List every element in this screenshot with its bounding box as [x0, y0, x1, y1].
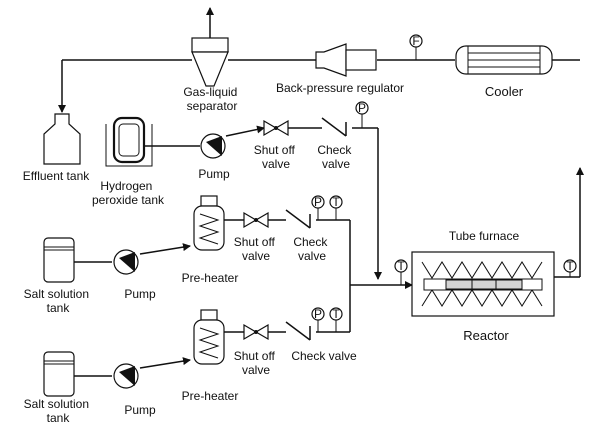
svg-text:T: T: [332, 307, 340, 321]
shut-off-valve-icon: [243, 323, 269, 341]
temperature-sensor-icon: T: [329, 195, 343, 209]
back-pressure-regulator-icon: [315, 43, 377, 77]
h2o2-pump-label: Pump: [198, 167, 230, 181]
hydrogen-peroxide-tank-icon: [105, 116, 153, 167]
check-valve-icon: [285, 321, 311, 341]
gas-liquid-separator-label: Gas-liquid separator: [183, 85, 240, 113]
cooler-label: Cooler: [485, 84, 524, 99]
svg-text:T: T: [566, 259, 574, 273]
svg-text:F: F: [412, 34, 419, 48]
pre-heater-icon: [193, 195, 225, 251]
pre-heater-1-label: Pre-heater: [182, 271, 239, 285]
salt-pump-1-label: Pump: [124, 287, 156, 301]
salt-tank-2-label: Salt solution tank: [24, 397, 93, 425]
pipe-lines: [58, 7, 584, 377]
check-valve-icon: [321, 117, 347, 137]
pressure-gauge-icon: P: [311, 307, 325, 321]
line1-check-valve-label: Check valve: [293, 235, 330, 263]
shut-off-valve-icon: [263, 119, 289, 137]
pressure-gauge-icon: P: [311, 195, 325, 209]
tube-furnace-icon: [411, 251, 555, 317]
temperature-sensor-icon: T: [329, 307, 343, 321]
svg-text:P: P: [314, 307, 322, 321]
hydrogen-peroxide-tank-label: Hydrogen peroxide tank: [92, 179, 165, 207]
pre-heater-icon: [193, 309, 225, 365]
pre-heater-2-label: Pre-heater: [182, 389, 239, 403]
salt-solution-tank-icon: [43, 351, 75, 397]
temperature-sensor-icon: T: [394, 259, 408, 273]
svg-text:T: T: [397, 259, 405, 273]
effluent-tank-label: Effluent tank: [23, 169, 90, 183]
pressure-gauge-icon: P: [355, 101, 369, 115]
check-valve-icon: [285, 209, 311, 229]
shut-off-valve-icon: [243, 211, 269, 229]
salt-tank-1-label: Salt solution tank: [24, 287, 93, 315]
reactor-label: Reactor: [463, 328, 509, 343]
line1-shut-off-valve-label: Shut off valve: [234, 235, 279, 263]
line2-shut-off-valve-label: Shut off valve: [234, 349, 279, 377]
pump-icon: [200, 133, 226, 159]
pump-icon: [113, 249, 139, 275]
svg-text:T: T: [332, 195, 340, 209]
tube-furnace-label: Tube furnace: [449, 229, 520, 243]
svg-text:P: P: [358, 101, 366, 115]
salt-pump-2-label: Pump: [124, 403, 156, 417]
svg-text:P: P: [314, 195, 322, 209]
effluent-tank-icon: [43, 113, 81, 165]
salt-solution-tank-icon: [43, 237, 75, 283]
cooler-icon: [455, 45, 553, 75]
flow-indicator-icon: F: [409, 34, 423, 48]
h2o2-shut-off-valve-label: Shut off valve: [254, 143, 299, 171]
line2-check-valve-label: Check valve: [291, 349, 357, 363]
gas-liquid-separator-icon: [191, 37, 229, 87]
pump-icon: [113, 363, 139, 389]
h2o2-check-valve-label: Check valve: [317, 143, 354, 171]
back-pressure-regulator-label: Back-pressure regulator: [276, 81, 404, 95]
temperature-sensor-icon: T: [563, 259, 577, 273]
